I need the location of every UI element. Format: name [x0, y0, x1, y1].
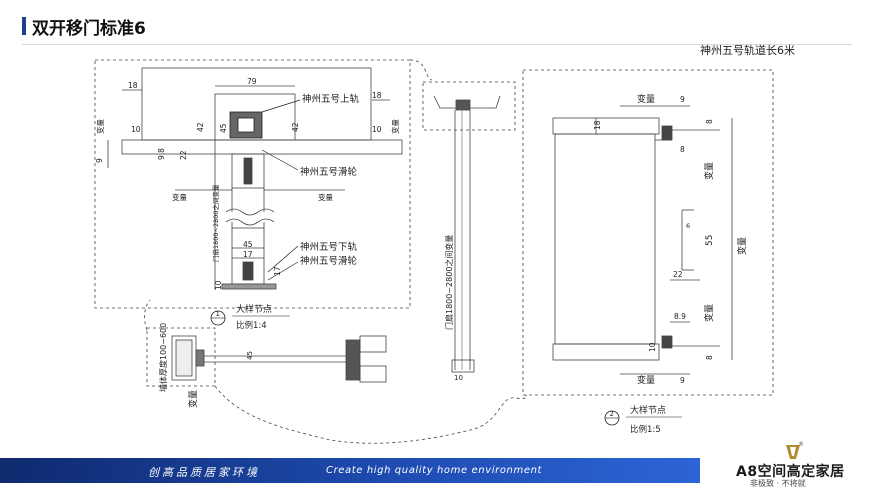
- label-door-height-vertical: 门扇1800~2800之间变量: [211, 184, 220, 262]
- detail-2-title: 大样节点: [630, 404, 666, 416]
- detail-1-title: 大样节点: [236, 303, 272, 315]
- dim-18-left: 18: [128, 81, 138, 90]
- leader-lower-roller: [267, 261, 299, 281]
- door-foot: [451, 359, 475, 373]
- label-lower-roller: 神州五号滑轮: [300, 255, 358, 267]
- label-wall-thickness: 墙体厚度100~600: [158, 323, 168, 392]
- door-upper-core: [243, 157, 253, 185]
- dim-8-9: 8.9: [674, 312, 686, 321]
- door-upper-stile: [231, 153, 265, 189]
- detail-1-number: 1: [216, 310, 220, 318]
- brand-logo: ® A8空间高定家居 非极致 · 不将就: [736, 441, 856, 488]
- page-title: 双开移门标准6: [32, 19, 146, 39]
- lower-track: [221, 283, 277, 290]
- dim-10-right: 10: [648, 342, 657, 352]
- left-detail-frame: [94, 59, 411, 309]
- dim-8-small: 8: [680, 145, 685, 154]
- dim-45-upper: 45: [219, 123, 228, 133]
- upper-roller: [237, 117, 255, 133]
- dim-9-left: 9: [95, 158, 104, 163]
- brand-mark-icon: [786, 445, 800, 459]
- dim-42-left: 42: [196, 122, 205, 132]
- detail-1-label: 1 大样节点 比例1:4: [210, 303, 290, 331]
- dim-17-side: 17: [273, 266, 282, 276]
- label-lower-track: 神州五号下轨: [300, 241, 358, 253]
- dim-10-bottom: 10: [214, 280, 223, 290]
- dim-79: 79: [247, 77, 257, 86]
- plan-detail: [144, 299, 528, 444]
- dim-10-middle: 10: [454, 374, 463, 382]
- rail-length-note: 神州五号轨道长6米: [700, 44, 795, 57]
- label-variable-left: 变量: [172, 192, 187, 202]
- middle-elevation: [409, 59, 516, 373]
- label-variable-right-lower: 变量: [703, 304, 715, 322]
- title-accent-bar: [22, 17, 26, 35]
- dim-22: 22: [179, 150, 188, 160]
- label-variable-right: 变量: [318, 192, 333, 202]
- dim-18-right-detail: 18: [593, 120, 602, 130]
- break-line-lower: [225, 218, 275, 226]
- dim-10-left: 10: [131, 125, 141, 134]
- label-door-height-long: 门扇1800~2800之间变量: [444, 235, 454, 330]
- label-variable-right-upper: 变量: [703, 162, 715, 180]
- leader-upper-track: [261, 99, 301, 113]
- dim-6: 6: [686, 222, 690, 230]
- footer-band: 创高品质居家环境 Create high quality home enviro…: [0, 458, 700, 483]
- door-handle-top: [359, 335, 387, 353]
- left-detail: [94, 59, 411, 309]
- brand-name: A8空间高定家居: [736, 464, 845, 480]
- plan-detail-frame: [146, 327, 216, 387]
- leader-lower-track: [267, 245, 299, 273]
- dim-22-right: 22: [673, 270, 683, 279]
- middle-detail-frame: [422, 81, 516, 131]
- dim-17-lower: 17: [243, 250, 253, 259]
- detail-2-number: 2: [610, 410, 614, 418]
- label-variable-top: 变量: [637, 93, 655, 105]
- dim-8-top: 8: [705, 119, 714, 124]
- upper-track-profile: [229, 111, 263, 139]
- detail-1-scale: 比例1:4: [236, 320, 267, 331]
- label-variable-bottom: 变量: [637, 374, 655, 386]
- label-variable-overall: 变量: [736, 237, 748, 255]
- label-upper-track: 神州五号上轨: [302, 93, 360, 105]
- dim-55: 55: [705, 235, 715, 246]
- label-upper-roller: 神州五号滑轮: [300, 166, 358, 178]
- top-rail: [552, 117, 660, 135]
- dim-18-right: 18: [372, 91, 382, 100]
- label-variable-vertical-right: 变量: [390, 119, 400, 134]
- lower-roller: [242, 261, 254, 281]
- technical-drawing: 79 18 18 10 10 42 42 45 9 22 9.8 变量 变量 变…: [94, 59, 774, 444]
- label-variable-plan: 变量: [187, 390, 199, 408]
- detail-2-scale: 比例1:5: [630, 424, 661, 435]
- footer: 创高品质居家环境 Create high quality home enviro…: [0, 458, 880, 495]
- dim-9-8: 9.8: [157, 148, 166, 160]
- brand-tagline: 非极致 · 不将就: [750, 479, 806, 488]
- dim-45-lower: 45: [243, 240, 253, 249]
- dim-9-bottom: 9: [680, 376, 685, 385]
- door-handle-bottom: [359, 365, 387, 383]
- slogan-english: Create high quality home environment: [326, 465, 543, 476]
- break-line-upper: [225, 208, 275, 216]
- dim-9-top: 9: [680, 95, 685, 104]
- door-panel: [554, 133, 656, 345]
- title-divider: [22, 44, 852, 45]
- leader-upper-roller: [261, 149, 299, 171]
- slogan-chinese: 创高品质居家环境: [148, 466, 260, 479]
- detail-2-label: 2 大样节点 比例1:5: [604, 404, 682, 435]
- dim-10-right: 10: [372, 125, 382, 134]
- label-variable-vertical-left: 变量: [95, 119, 105, 134]
- upper-track-body: [214, 93, 296, 141]
- left-detail-leaders: [261, 99, 301, 281]
- dim-8-bottom: 8: [705, 355, 714, 360]
- bottom-rail: [552, 343, 660, 361]
- right-detail: [522, 69, 774, 396]
- dim-42-right: 42: [291, 122, 300, 132]
- registered-mark: ®: [798, 441, 804, 448]
- dim-45-plan: 45: [246, 351, 254, 360]
